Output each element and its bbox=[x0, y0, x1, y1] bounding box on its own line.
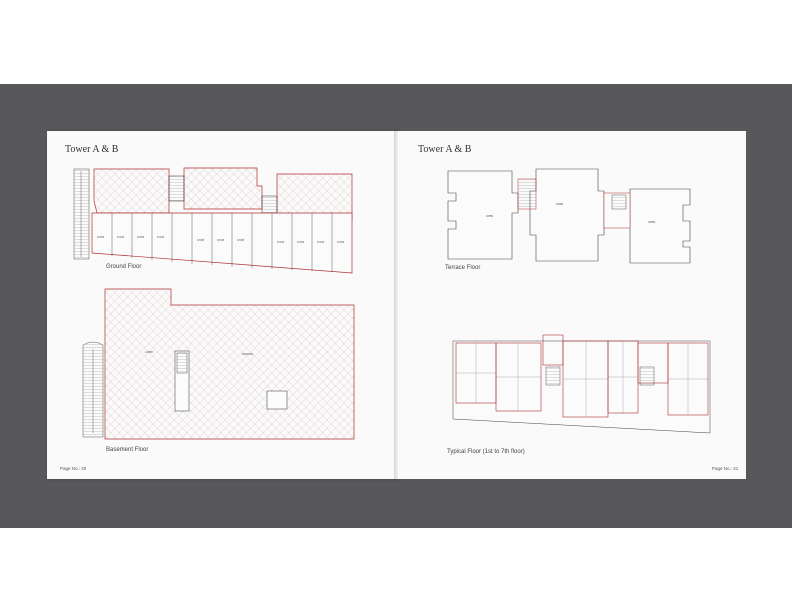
ground-floor-caption: Ground Floor bbox=[106, 264, 142, 270]
page-title-right: Tower A & B bbox=[418, 144, 472, 155]
svg-text:OPEN: OPEN bbox=[486, 214, 493, 218]
page-number-right: Page No.: 21 bbox=[712, 466, 739, 471]
svg-text:SHOP: SHOP bbox=[217, 238, 225, 242]
typical-floor-caption: Typical Floor (1st to 7th floor) bbox=[447, 449, 525, 455]
page-left: Tower A & B bbox=[47, 131, 399, 479]
svg-text:SHOP: SHOP bbox=[277, 240, 285, 244]
page-title-left: Tower A & B bbox=[65, 144, 119, 155]
svg-text:SHOP: SHOP bbox=[237, 238, 245, 242]
svg-text:SHOP: SHOP bbox=[117, 235, 125, 239]
svg-text:SHOP: SHOP bbox=[297, 240, 305, 244]
svg-text:SHOP: SHOP bbox=[197, 238, 205, 242]
page-right: Tower A & B OPEN OPEN OPEN Terrace Floor bbox=[398, 131, 746, 479]
typical-floor-plan bbox=[452, 334, 711, 434]
svg-text:OPEN: OPEN bbox=[648, 220, 655, 224]
svg-text:SHOP: SHOP bbox=[317, 240, 325, 244]
svg-text:SHOP: SHOP bbox=[157, 235, 165, 239]
svg-text:LOBBY: LOBBY bbox=[145, 350, 154, 354]
terrace-floor-plan: OPEN OPEN OPEN bbox=[447, 168, 691, 264]
svg-text:OPEN: OPEN bbox=[556, 202, 563, 206]
basement-floor-caption: Basement Floor bbox=[106, 447, 149, 453]
svg-text:PARKING: PARKING bbox=[242, 352, 253, 356]
svg-text:SHOP: SHOP bbox=[97, 235, 105, 239]
page-number-left: Page No.: 20 bbox=[60, 466, 87, 471]
ground-floor-plan: SHOP SHOP SHOP SHOP SHOP SHOP SHOP SHOP SHOP S… bbox=[73, 167, 353, 274]
svg-text:SHOP: SHOP bbox=[337, 240, 345, 244]
svg-text:SHOP: SHOP bbox=[137, 235, 145, 239]
basement-floor-plan: LOBBY PARKING bbox=[82, 288, 355, 440]
terrace-floor-caption: Terrace Floor bbox=[445, 265, 481, 271]
